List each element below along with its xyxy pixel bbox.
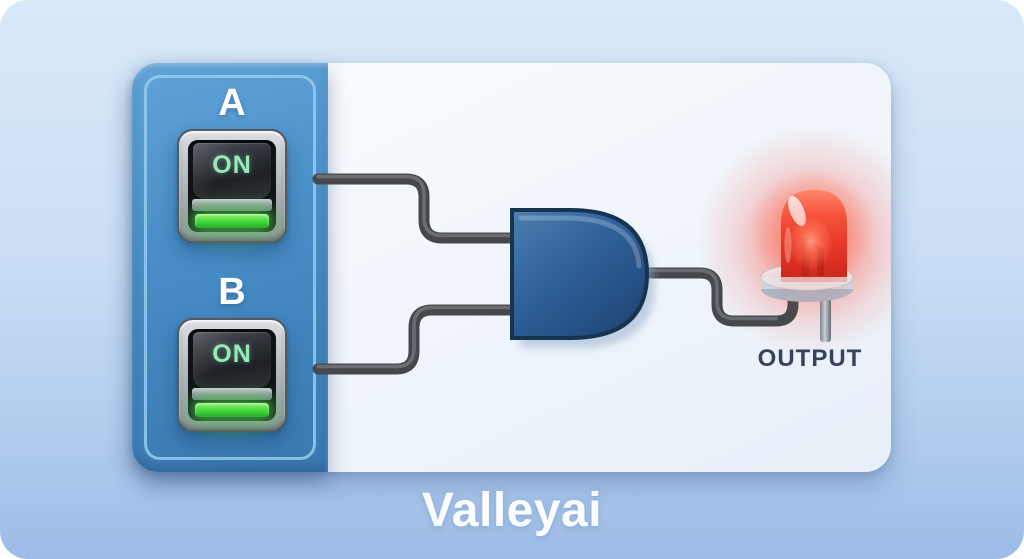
switch-a-frame: ON (177, 129, 287, 243)
switch-b-state-label: ON (212, 340, 252, 368)
switch-b-recess: ON (188, 329, 276, 421)
switch-a-bevel (192, 199, 272, 211)
switch-b-toggle[interactable]: ON (177, 318, 287, 432)
switch-a-green-indicator (195, 214, 269, 228)
switch-a-toggle[interactable]: ON (177, 129, 287, 243)
input-b-label: B (218, 271, 246, 313)
switch-b-rocker: ON (193, 332, 271, 388)
input-a-label: A (218, 82, 246, 124)
brand-wordmark: Valleyai (421, 484, 603, 537)
switch-b-frame: ON (177, 318, 287, 432)
switch-a-state-label: ON (212, 151, 252, 179)
switch-a-recess: ON (188, 140, 276, 232)
panel-inner-border (144, 75, 316, 460)
output-label: OUTPUT (757, 345, 863, 372)
switch-a-rocker: ON (193, 143, 271, 199)
switch-b-green-indicator (195, 403, 269, 417)
switch-b-bevel (192, 388, 272, 400)
